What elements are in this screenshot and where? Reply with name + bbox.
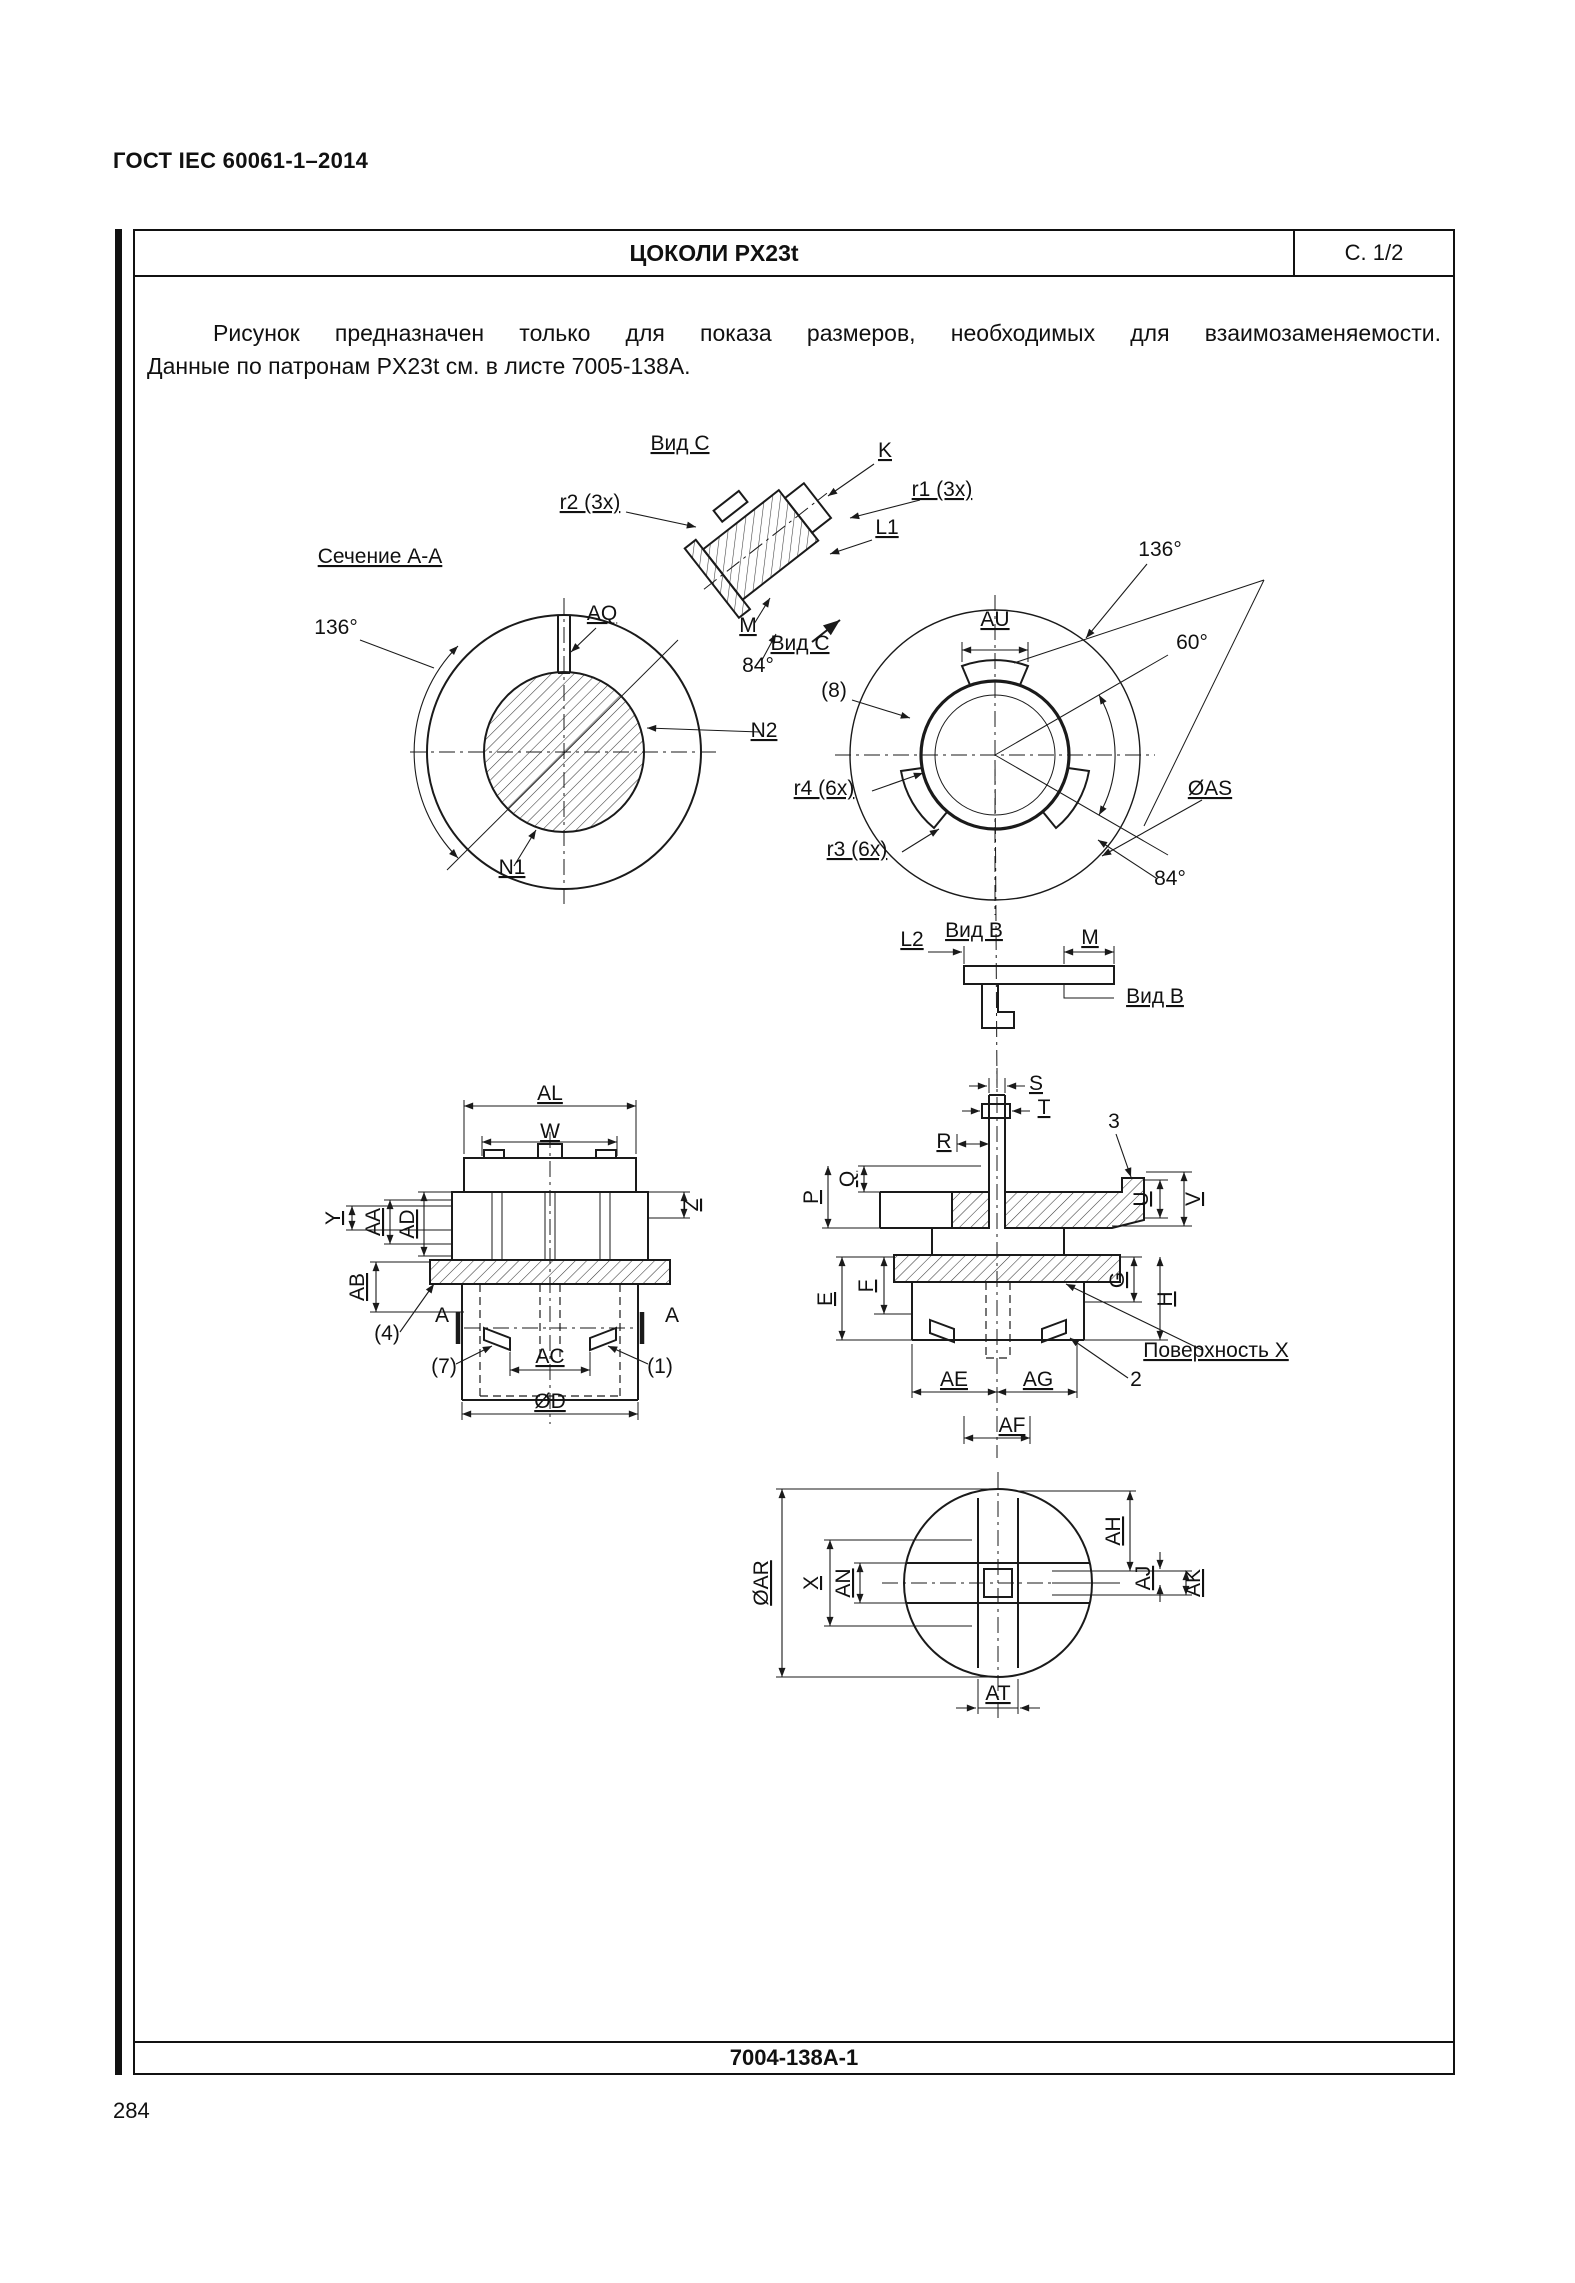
sheet-title: ЦОКОЛИ PX23t [629,239,799,266]
label-s: S [1029,1072,1043,1095]
label-ref1: (1) [647,1355,673,1378]
label-r: R [936,1130,951,1153]
label-60: 60° [1176,631,1208,654]
label-m-mid: M [1081,926,1099,949]
cap-side-section-view [822,1078,1203,1444]
label-ref4: (4) [374,1322,400,1345]
label-ag: AG [1023,1368,1053,1391]
label-at: AT [985,1682,1010,1705]
label-z: Z [680,1198,703,1211]
label-r1: r1 (3x) [912,478,973,501]
label-ae: AE [940,1368,968,1391]
label-ref2: 2 [1130,1368,1142,1391]
label-e: E [814,1292,837,1306]
label-aq: AQ [587,602,617,625]
label-k: K [878,439,892,462]
label-n1: N1 [499,856,526,879]
label-t: T [1038,1096,1051,1119]
label-aa: AA [362,1208,385,1236]
label-ak: AK [1182,1569,1205,1597]
cap-side-detail-view [625,463,921,661]
label-an: AN [832,1568,855,1597]
label-ab: AB [346,1273,369,1301]
label-l2: L2 [900,928,923,951]
label-ref7: (7) [431,1355,457,1378]
view-b-detail [928,946,1115,1029]
label-m-top: M [739,614,757,637]
label-vid-c-bottom: Вид С [771,632,830,655]
label-136-right: 136° [1138,538,1181,561]
note-line-2: Данные по патронам PX23t см. в листе 700… [147,353,691,379]
label-q: Q [836,1171,859,1187]
label-surface-x: Поверхность X [1143,1339,1289,1362]
label-p: P [800,1190,823,1204]
dimension-labels: Вид С K r1 (3x) r2 (3x) L1 Сечение А-А 1… [314,432,1288,1705]
technical-drawing: Вид С K r1 (3x) r2 (3x) L1 Сечение А-А 1… [314,432,1289,1718]
label-r3: r3 (6x) [827,838,888,861]
label-a-right: A [665,1304,679,1327]
label-al: AL [537,1082,563,1105]
label-af: AF [999,1414,1026,1437]
label-n2: N2 [751,719,778,742]
frame-spine [115,229,122,2075]
section-aa-view [359,598,761,906]
sheet-page-ref: С. 1/2 [1293,231,1453,275]
label-x: X [800,1576,823,1590]
label-u: U [1130,1191,1153,1206]
label-l1: L1 [875,516,898,539]
note-line-1: Рисунок предназначен только для показа р… [213,320,1441,346]
document-standard-header: ГОСТ IEC 60061-1–2014 [113,148,369,173]
label-vid-b-right: Вид В [1126,985,1184,1008]
sheet-header-row: ЦОКОЛИ PX23t С. 1/2 [135,231,1453,277]
label-84-top: 84° [742,654,774,677]
label-oas: ØAS [1188,777,1232,800]
label-a-left: A [435,1304,449,1327]
cap-face-view [835,563,1265,915]
label-section-aa: Сечение А-А [318,545,443,568]
label-od: ØD [534,1390,566,1413]
label-y: Y [322,1211,345,1225]
label-ac: AC [535,1345,564,1368]
label-r2: r2 (3x) [560,491,621,514]
label-ah: AH [1102,1516,1125,1545]
sheet-number-footer: 7004-138А-1 [135,2041,1453,2073]
label-au: AU [980,608,1009,631]
label-v: V [1182,1192,1205,1206]
label-ad: AD [396,1209,419,1238]
label-vid-b-small: Вид В [945,919,1003,942]
label-h: H [1154,1291,1177,1306]
drawing-frame: ЦОКОЛИ PX23t С. 1/2 Рисунок предназначен… [133,229,1455,2075]
label-aj: AJ [1132,1566,1155,1591]
label-oar: ØAR [750,1560,773,1606]
label-84-right: 84° [1154,867,1186,890]
sheet-note: Рисунок предназначен только для показа р… [135,277,1453,383]
label-w: W [540,1120,560,1143]
page-number: 284 [113,2098,150,2123]
label-g: G [1106,1272,1129,1288]
label-vid-c-top: Вид С [651,432,710,455]
label-136-left: 136° [314,616,357,639]
label-ref8: (8) [821,679,847,702]
cap-bottom-view [776,1488,1192,1714]
cap-front-section-view [346,1100,690,1424]
label-r4: r4 (6x) [794,777,855,800]
label-ref3: 3 [1108,1110,1120,1133]
label-f: F [855,1280,878,1293]
projection-centerlines [882,759,1114,1718]
